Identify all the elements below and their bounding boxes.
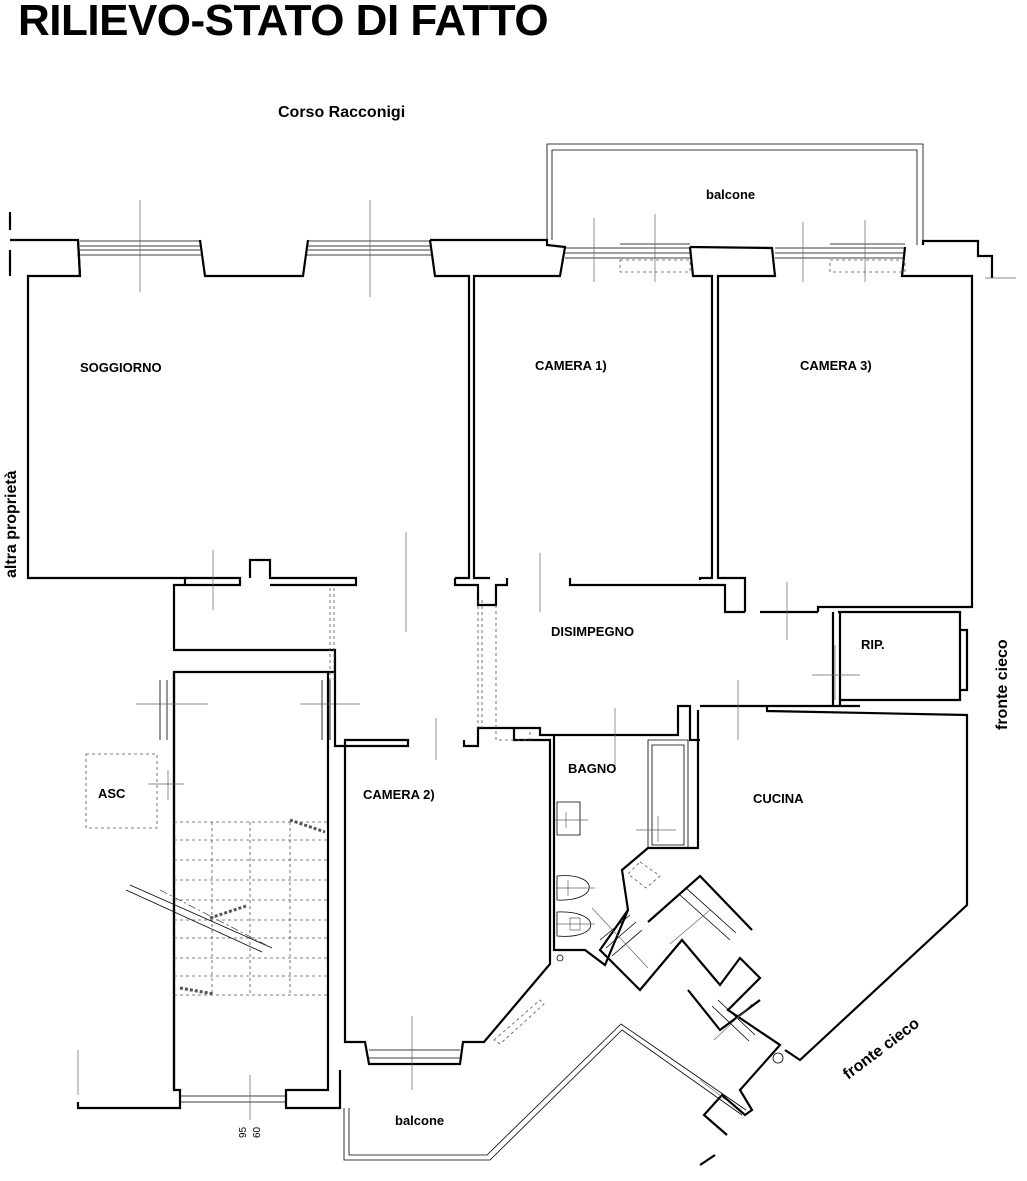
living-room-label: SOGGIORNO [80,360,162,375]
hallway-walls [172,532,969,1090]
room1-label: CAMERA 1) [535,358,607,373]
room2-label: CAMERA 2) [363,787,435,802]
dimension-a: 95 [238,1126,249,1138]
balcony-top-label: balcone [706,187,755,202]
room3-label: CAMERA 3) [800,358,872,373]
kitchen-label: CUCINA [753,791,804,806]
storage-label: RIP. [861,637,885,652]
elevator-label: ASC [98,786,126,801]
street-label: Corso Racconigi [278,104,405,121]
room-labels: Corso Racconigi balcone SOGGIORNO CAMERA… [3,104,1011,1138]
bathroom-walls [514,704,700,967]
bathroom-label: BAGNO [568,761,616,776]
balcony-top [546,143,924,245]
hallway-label: DISIMPEGNO [551,624,634,639]
stairwell [76,672,360,1120]
drawing-title: RILIEVO-STATO DI FATTO [18,0,549,45]
balcony-bottom-label: balcone [395,1113,444,1128]
blind-front-bottom-label: fronte cieco [840,1015,923,1083]
diagonal-corridor [343,874,784,1166]
dimension-b: 60 [252,1126,263,1138]
north-facade [8,200,1016,612]
room-2-walls [329,588,552,1090]
blind-front-right-label: fronte cieco [994,639,1011,730]
other-property-label: altra proprietà [3,470,20,578]
